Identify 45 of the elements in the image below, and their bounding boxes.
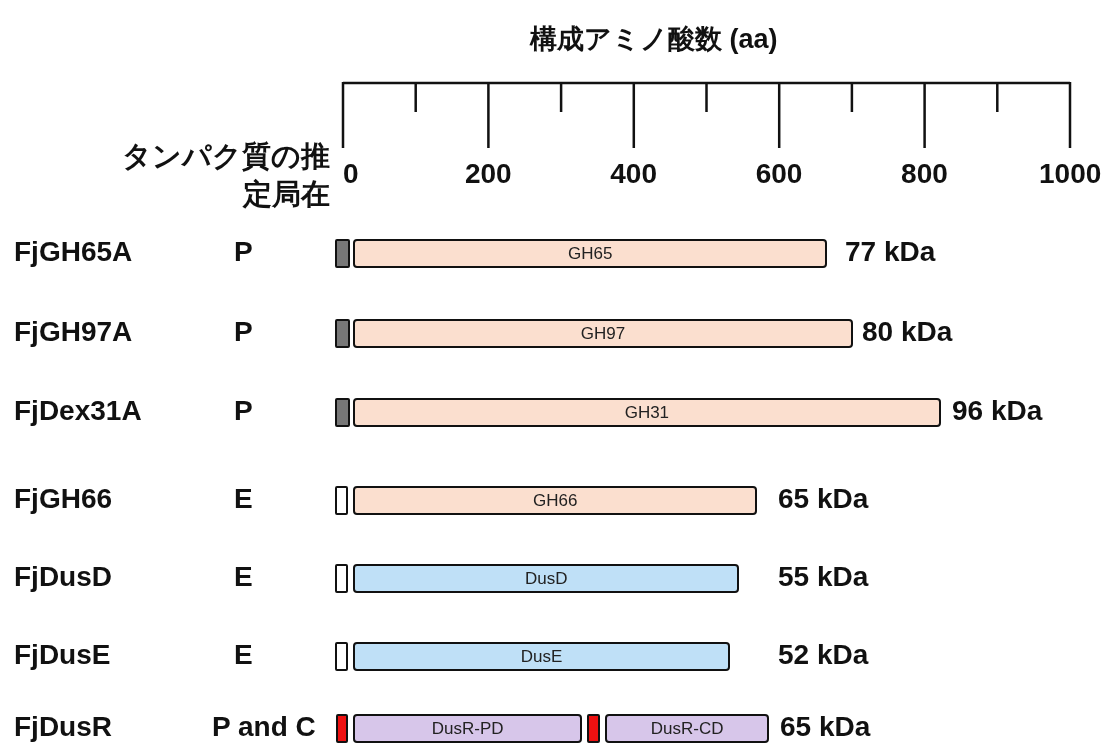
tick-label: 400 [610,160,657,188]
signal-peptide-segment [335,486,349,515]
protein-name: FjGH66 [14,485,113,513]
protein-name: FjGH97A [14,318,133,346]
localization-label: E [234,563,253,591]
domain-bar: DusE [353,642,730,671]
domain-bar: GH31 [353,398,941,427]
domain-bar: DusD [353,564,740,593]
molecular-weight: 55 kDa [778,563,869,591]
signal-peptide-segment [335,642,349,671]
signal-peptide-segment [335,239,350,268]
protein-name: FjGH65A [14,238,133,266]
column-header: タンパク質の推定局在 [121,139,330,212]
localization-label: P and C [212,713,316,741]
localization-label: E [234,641,253,669]
domain-bar: DusR-PD [353,714,583,743]
protein-name: FjDusE [14,641,111,669]
localization-label: P [234,238,253,266]
molecular-weight: 96 kDa [952,397,1043,425]
signal-peptide-segment [335,714,349,743]
domain-bar: GH65 [353,239,828,268]
tick-label: 1000 [1039,160,1102,188]
axis-title: 構成アミノ酸数 (aa) [530,26,778,53]
localization-label: P [234,318,253,346]
molecular-weight: 65 kDa [778,485,869,513]
domain-bar: GH97 [353,319,853,348]
molecular-weight: 65 kDa [780,713,871,741]
domain-bar: DusR-CD [605,714,769,743]
signal-peptide-segment [335,564,349,593]
signal-peptide-segment [335,398,350,427]
molecular-weight: 52 kDa [778,641,869,669]
tick-label: 200 [464,160,512,188]
tick-label: 600 [755,160,803,188]
signal-peptide-segment [586,714,601,743]
tick-label: 0 [343,160,359,188]
signal-peptide-segment [335,319,350,348]
domain-bar: GH66 [353,486,758,515]
protein-name: FjDex31A [14,397,142,425]
localization-label: E [234,485,253,513]
tick-label: 800 [901,160,948,188]
protein-name: FjDusR [14,713,112,741]
molecular-weight: 80 kDa [862,318,953,346]
protein-name: FjDusD [14,563,112,591]
localization-label: P [234,397,253,425]
molecular-weight: 77 kDa [845,238,936,266]
